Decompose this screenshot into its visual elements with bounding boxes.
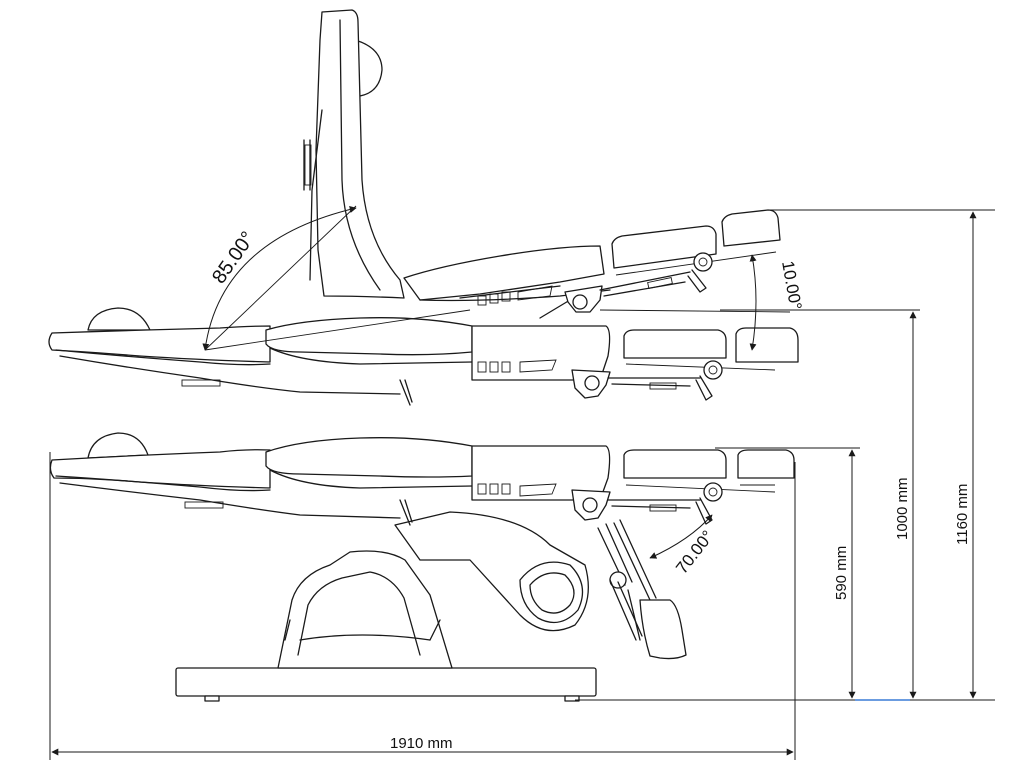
chair-flat-position [49,432,795,660]
max-height-dimension-label: 1160 mm [954,484,971,545]
chair-base [175,511,597,702]
chair-upright-position [303,9,781,319]
leg-down-angle-label: 70.00° [672,527,717,578]
chair-middle-position [48,307,799,406]
mid-height-dimension-label: 1000 mm [894,477,911,540]
width-dimension-label: 1910 mm [390,735,453,752]
leg-up-angle-label: 10.00° [778,259,805,311]
angle-indicators [202,205,791,559]
min-height-dimension-label: 590 mm [833,546,850,600]
dimension-lines [49,209,995,760]
